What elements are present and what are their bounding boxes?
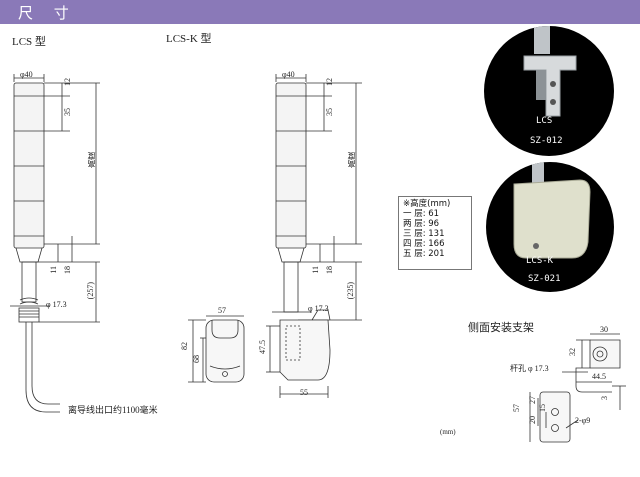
bracket-dim-15: 15: [538, 404, 547, 412]
bracket-dim-57: 57: [512, 404, 521, 412]
height-row: 三 层: 131: [403, 229, 445, 239]
lcsk-dim-11: 11: [311, 266, 320, 274]
header-bar: 尺 寸: [0, 0, 640, 24]
lcsk-dim-height: 高度: [347, 152, 356, 168]
photo1-model: LCS: [536, 116, 553, 126]
photo1-tag: SZ-012: [530, 136, 563, 146]
height-row: 四 层: 166: [403, 239, 445, 249]
bracket-hole-label: 杆孔 φ 17.3: [510, 364, 549, 373]
bracket-photo-lcs: LCS SZ-012: [484, 26, 614, 156]
lcs-model-label: LCS 型: [12, 36, 46, 48]
lcsk-dim-68: 68: [192, 355, 201, 363]
header-title: 尺 寸: [18, 4, 77, 22]
height-row: 两 层: 96: [403, 219, 440, 229]
height-row: 一 层: 61: [403, 209, 440, 219]
lcsk-dim-12: 12: [325, 78, 334, 86]
lcsk-dim-82: 82: [180, 342, 189, 350]
lcsk-dim-d40: φ40: [282, 70, 295, 79]
bracket-dim-3: 3: [600, 396, 609, 400]
lcsk-model-label: LCS-K 型: [166, 33, 212, 45]
lcs-dim-12: 12: [63, 78, 72, 86]
bracket-title: 侧面安装支架: [468, 322, 534, 334]
lcs-dim-35: 35: [63, 108, 72, 116]
lcs-dim-height: 高度: [87, 152, 96, 168]
bracket-dim-32: 32: [568, 348, 577, 356]
photo2-tag: SZ-021: [528, 274, 561, 284]
height-table-title: ※高度(mm): [403, 199, 451, 209]
lcsk-dim-35: 35: [325, 108, 334, 116]
bracket-dim-27: 27: [528, 396, 537, 404]
height-table: ※高度(mm) 一 层: 61 两 层: 96 三 层: 131 四 层: 16…: [398, 196, 472, 270]
lcsk-dim-18: 18: [325, 266, 334, 274]
bracket-dim-44-5: 44.5: [592, 372, 606, 381]
bracket-dim-holes: 2-φ9: [575, 416, 591, 425]
lcsk-dim-55: 55: [300, 388, 308, 397]
photo2-model: LCS-K: [526, 256, 554, 266]
lcs-dim-257: (257): [86, 282, 95, 300]
lcs-cable-note: 离导线出口约1100毫米: [68, 405, 158, 415]
unit-label: (mm): [440, 428, 456, 436]
bracket-dim-20: 20: [528, 416, 537, 424]
bracket-photo-lcsk: LCS-K SZ-021: [486, 162, 614, 292]
lcs-dim-11: 11: [49, 266, 58, 274]
lcsk-dim-d17-3: φ 17.3: [308, 304, 329, 313]
lcsk-dim-47-5: 47.5: [258, 340, 267, 354]
bracket-lcs-illustration: [523, 26, 577, 117]
lcsk-dim-235: (235): [346, 282, 355, 300]
height-row: 五 层: 201: [403, 249, 445, 259]
lcs-dim-18: 18: [63, 266, 72, 274]
bracket-dim-30: 30: [600, 325, 608, 334]
bracket-lcsk-illustration: [513, 162, 591, 259]
lcsk-dim-57: 57: [218, 306, 226, 315]
lcs-dim-d17-3: φ 17.3: [46, 300, 67, 309]
lcs-dim-d40: φ40: [20, 70, 33, 79]
